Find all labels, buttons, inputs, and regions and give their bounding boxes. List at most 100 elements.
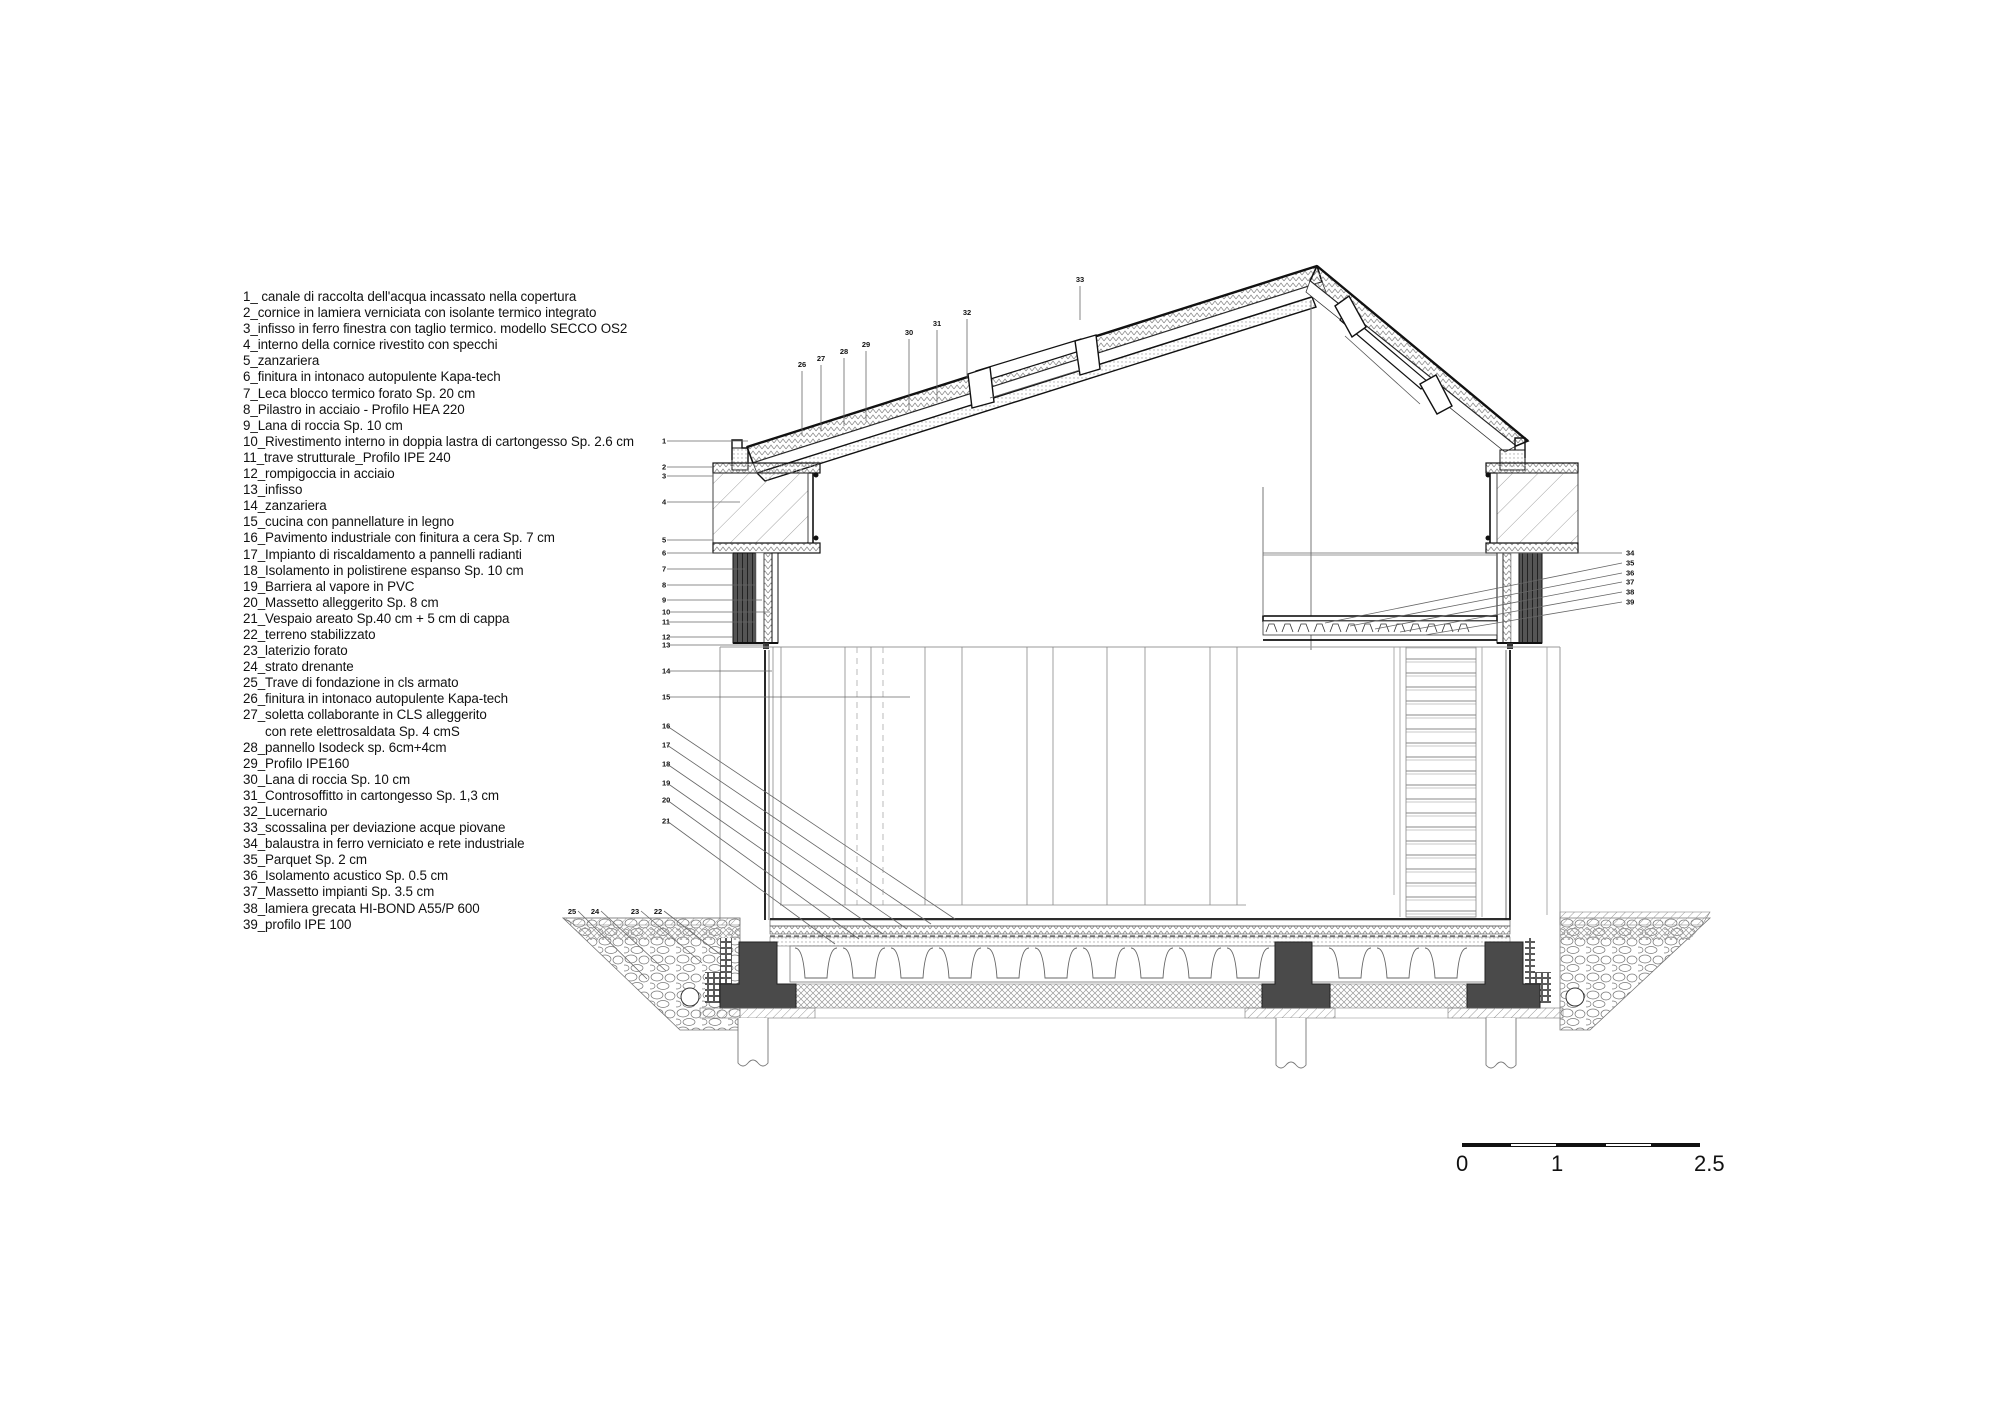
callout-number: 8 — [662, 581, 666, 590]
legend-item: 33_scossalina per deviazione acque piova… — [243, 820, 506, 836]
callout-number: 10 — [662, 608, 670, 617]
leader-line — [663, 910, 722, 956]
leader-line — [666, 744, 932, 925]
legend-item: 9_Lana di roccia Sp. 10 cm — [243, 417, 403, 433]
legend-item: 32_Lucernario — [243, 804, 328, 819]
leader-line — [600, 910, 667, 972]
callout-number: 36 — [1626, 569, 1634, 578]
legend-item: 7_Leca blocco termico forato Sp. 20 cm — [243, 385, 476, 401]
legend-item: 22_terreno stabilizzato — [243, 626, 376, 642]
callout-number: 38 — [1626, 588, 1634, 597]
scale-bar-label: 2.5 — [1694, 1151, 1725, 1176]
legend-item: 13_infisso — [243, 482, 303, 498]
callout-number: 4 — [662, 498, 667, 507]
scale-bar-segment — [1604, 1143, 1653, 1147]
legend-item: 12_rompigoccia in acciaio — [243, 466, 395, 482]
callout-number: 27 — [817, 354, 825, 363]
callout-number: 22 — [654, 907, 662, 916]
scale-bar-label: 1 — [1551, 1151, 1564, 1176]
callout-number: 39 — [1626, 598, 1634, 607]
legend-item: 15_cucina con pannellature in legno — [243, 514, 454, 530]
callout-number: 17 — [662, 741, 670, 750]
callout-number: 16 — [662, 722, 670, 731]
callout-number: 2 — [662, 463, 666, 472]
legend-item: 29_Profilo IPE160 — [243, 755, 350, 771]
callout-number: 14 — [662, 667, 671, 676]
legend-item: 24_strato drenante — [243, 659, 354, 675]
leader-line — [640, 910, 703, 964]
legend-item: 18_Isolamento in polistirene espanso Sp.… — [243, 562, 524, 578]
callout-number: 7 — [662, 565, 666, 574]
legend-item: 38_lamiera grecata HI-BOND A55/P 600 — [243, 900, 480, 916]
leader-line — [666, 782, 884, 935]
scale-bar-segment — [1652, 1143, 1700, 1147]
callout-number: 31 — [933, 319, 941, 328]
legend-item: 8_Pilastro in acciaio - Profilo HEA 220 — [243, 401, 465, 417]
leader-line — [1399, 591, 1623, 633]
callout-number: 11 — [662, 618, 670, 627]
leader-line — [666, 763, 908, 930]
leader-line — [666, 799, 860, 940]
right-cornice-wall — [1485, 462, 1579, 649]
callout-number: 21 — [662, 817, 670, 826]
callout-number: 37 — [1626, 578, 1634, 587]
legend-item: 2_cornice in lamiera verniciata con isol… — [243, 305, 597, 321]
scale-bar-segment — [1557, 1143, 1605, 1147]
foundation — [561, 911, 1712, 1069]
legend-item: 3_infisso in ferro finestra con taglio t… — [243, 321, 628, 337]
legend-item: 1_ canale di raccolta dell'acqua incassa… — [243, 289, 577, 304]
callout-number: 20 — [662, 796, 670, 805]
legend-item: 36_Isolamento acustico Sp. 0.5 cm — [243, 868, 449, 884]
leader-line — [1324, 562, 1623, 624]
legend-item: 34_balaustra in ferro verniciato e rete … — [243, 836, 525, 852]
leader-line — [577, 910, 648, 980]
callout-number: 26 — [798, 360, 806, 369]
callout-number: 19 — [662, 779, 670, 788]
leader-line — [1374, 581, 1623, 630]
legend-item: 14_zanzariera — [243, 498, 327, 514]
callout-number: 6 — [662, 549, 666, 558]
legend-item: 39_profilo IPE 100 — [243, 916, 352, 932]
callout-number: 28 — [840, 347, 848, 356]
legend-item: 35_Parquet Sp. 2 cm — [243, 852, 367, 868]
roof — [731, 264, 1530, 650]
callout-number: 12 — [662, 633, 670, 642]
callout-number: 35 — [1626, 559, 1634, 568]
left-cornice-wall — [712, 462, 821, 649]
leader-line — [1424, 601, 1623, 636]
callout-number: 23 — [631, 907, 639, 916]
legend-item: 19_Barriera al vapore in PVC — [243, 578, 415, 594]
callout-number: 29 — [862, 340, 870, 349]
legend-item: 26_finitura in intonaco autopulente Kapa… — [243, 691, 509, 707]
legend-item: 23_laterizio forato — [243, 643, 348, 659]
legend-item: con rete elettrosaldata Sp. 4 cmS — [265, 723, 460, 739]
interior-kitchen — [719, 646, 1561, 920]
legend-item: 4_interno della cornice rivestito con sp… — [243, 337, 498, 353]
legend-item: 28_pannello Isodeck sp. 6cm+4cm — [243, 739, 447, 755]
callout-number: 3 — [662, 472, 666, 481]
legend-item: 30_Lana di roccia Sp. 10 cm — [243, 771, 411, 787]
scale-bar-segment — [1462, 1143, 1510, 1147]
callout-number: 5 — [662, 536, 666, 545]
mezzanine-floor — [1262, 487, 1498, 641]
callout-number: 32 — [963, 308, 971, 317]
callout-number: 33 — [1076, 275, 1084, 284]
legend-item: 20_Massetto alleggerito Sp. 8 cm — [243, 594, 439, 610]
callout-number: 9 — [662, 596, 666, 605]
legend-item: 25_Trave di fondazione in cls armato — [243, 675, 459, 691]
leader-line — [666, 820, 836, 945]
callout-number: 30 — [905, 328, 913, 337]
legend-item: 10_Rivestimento interno in doppia lastra… — [243, 433, 634, 449]
scale-bar-label: 0 — [1456, 1151, 1469, 1176]
callout-number: 25 — [568, 907, 576, 916]
legend-item: 31_Controsoffitto in cartongesso Sp. 1,3… — [243, 787, 499, 803]
leader-line — [1349, 572, 1623, 627]
legend-item: 27_soletta collaborante in CLS alleggeri… — [243, 707, 487, 723]
callout-number: 24 — [591, 907, 600, 916]
legend-item: 17_Impianto di riscaldamento a pannelli … — [243, 546, 522, 562]
legend-item: 21_Vespaio areato Sp.40 cm + 5 cm di cap… — [243, 610, 510, 626]
leader-line — [666, 725, 956, 920]
